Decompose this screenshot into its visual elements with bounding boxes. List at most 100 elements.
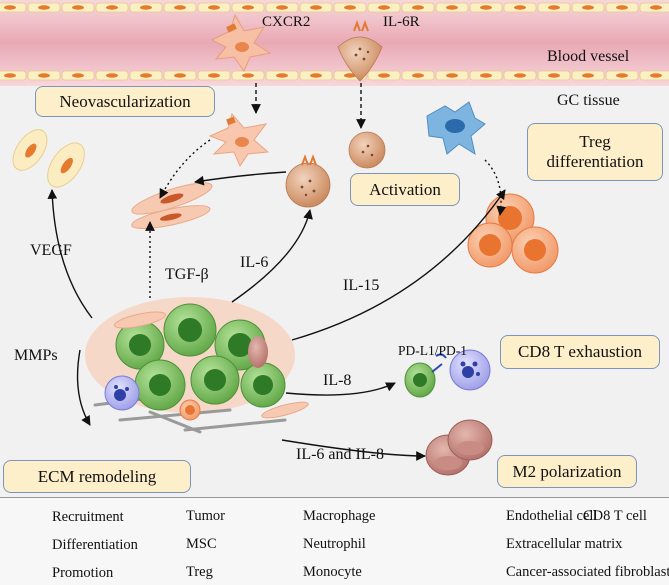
endothelial-nucleus [242, 5, 254, 10]
endothelial-nucleus [174, 73, 186, 78]
m2-macrophages [425, 419, 493, 476]
endothelial-nucleus [514, 5, 526, 10]
legend-extracellular-matrix: Extracellular matrix [506, 536, 623, 552]
tumor-cell-small [404, 362, 443, 398]
endothelial-nucleus [378, 73, 390, 78]
legend-monocyte: Monocyte [303, 564, 362, 580]
pdl1-pd1-label: PD-L1/PD-1 [398, 343, 468, 358]
endothelial-nucleus [72, 73, 84, 78]
endothelial-nucleus [616, 73, 628, 78]
tgf-beta-label: TGF-β [165, 266, 209, 283]
endothelial-nucleus [106, 5, 118, 10]
endothelial-nucleus [514, 73, 526, 78]
endothelial-nucleus [480, 73, 492, 78]
il15-label: IL-15 [343, 277, 380, 294]
mmps-label: MMPs [14, 347, 58, 364]
ecm-remodeling-box: ECM remodeling [3, 460, 191, 493]
il6-il8-label: IL-6 and IL-8 [296, 446, 384, 463]
arrow-il6-il8 [281, 439, 426, 461]
endothelial-nucleus [242, 73, 254, 78]
legend-cd8-t-cell: CD8 T cell [583, 508, 647, 524]
endothelial-nucleus [412, 5, 424, 10]
treg-differentiation-line2: differentiation [546, 152, 644, 171]
endothelial-cell-2 [47, 142, 85, 188]
activated-neutrophils [285, 131, 386, 208]
treg-cell-cluster [467, 193, 559, 274]
legend: Recruitment Differentiation Promotion Tu… [0, 497, 669, 585]
endothelial-nucleus [582, 5, 594, 10]
arrow-il8 [285, 382, 396, 396]
endothelial-nucleus [140, 73, 152, 78]
legend-caf: Cancer-associated fibroblast [506, 564, 669, 580]
treg-differentiation-line1: Treg [579, 132, 611, 152]
endothelial-nucleus [446, 73, 458, 78]
blood-vessel [0, 0, 669, 86]
il6-label: IL-6 [240, 254, 269, 271]
endothelial-nucleus [4, 5, 16, 10]
endothelial-nucleus [344, 73, 356, 78]
legend-neutrophil: Neutrophil [303, 536, 366, 552]
legend-macrophage: Macrophage [303, 508, 376, 524]
endothelial-nucleus [480, 5, 492, 10]
gc-tissue-label: GC tissue [557, 92, 620, 109]
legend-msc: MSC [186, 536, 217, 552]
endothelial-nucleus [446, 5, 458, 10]
endothelial-nucleus [650, 5, 662, 10]
endothelial-nucleus [106, 73, 118, 78]
endothelial-nucleus [310, 73, 322, 78]
exhausted-cd8-pair [404, 349, 491, 398]
arrow-msc-to-caf [159, 139, 211, 199]
endothelial-nucleus [208, 73, 220, 78]
tumor-microenvironment [85, 297, 309, 434]
legend-endothelial-cell: Endothelial cell [506, 508, 598, 524]
endothelial-nucleus [650, 73, 662, 78]
neutrophil-cell-in-vessel [337, 20, 383, 82]
arrow-il6 [231, 209, 313, 303]
msc-cell-in-vessel [210, 13, 272, 73]
arrow-il15 [291, 189, 506, 341]
endothelial-nucleus [276, 5, 288, 10]
cancer-associated-fibroblasts [131, 182, 213, 229]
msc-cell-tissue [208, 112, 270, 168]
arrow-mmps [76, 349, 91, 426]
treg-in-tumor [179, 399, 201, 421]
legend-treg: Treg [186, 564, 213, 580]
vegf-label: VEGF [30, 242, 72, 259]
endothelial-cells [12, 129, 48, 171]
neovascularization-box: Neovascularization [35, 86, 215, 117]
legend-tumor: Tumor [186, 508, 225, 524]
endothelial-nucleus [548, 73, 560, 78]
endothelial-wall-top [0, 2, 669, 13]
il6r-label: IL-6R [383, 14, 420, 30]
blood-vessel-label: Blood vessel [547, 48, 630, 65]
endothelial-nucleus [378, 5, 390, 10]
endothelial-nucleus [72, 5, 84, 10]
cxcr2-label: CXCR2 [262, 14, 311, 30]
endothelial-nucleus [174, 5, 186, 10]
endothelial-nucleus [276, 73, 288, 78]
endothelial-nucleus [38, 73, 50, 78]
endothelial-wall-bottom [0, 70, 669, 81]
endothelial-nucleus [412, 73, 424, 78]
endothelial-nucleus [310, 5, 322, 10]
monocyte-cell [426, 101, 486, 156]
endothelial-nucleus [208, 5, 220, 10]
endothelial-nucleus [140, 5, 152, 10]
m2-polarization-box: M2 polarization [497, 455, 637, 488]
activation-box: Activation [350, 173, 460, 206]
cd8-exhaustion-box: CD8 T exhaustion [500, 335, 660, 369]
endothelial-nucleus [344, 5, 356, 10]
endothelial-nucleus [616, 5, 628, 10]
cd8-t-cell-exhausted [435, 349, 491, 391]
endothelial-nucleus [4, 73, 16, 78]
legend-recruitment: Recruitment [52, 509, 124, 525]
arrow-activation-to-caf [194, 171, 287, 186]
cd8-t-cell-in-tumor [104, 375, 140, 411]
endothelial-nucleus [548, 5, 560, 10]
il8-label: IL-8 [323, 372, 352, 389]
endothelial-nucleus [582, 73, 594, 78]
arrow-vegf [47, 189, 93, 319]
endothelial-nucleus [38, 5, 50, 10]
